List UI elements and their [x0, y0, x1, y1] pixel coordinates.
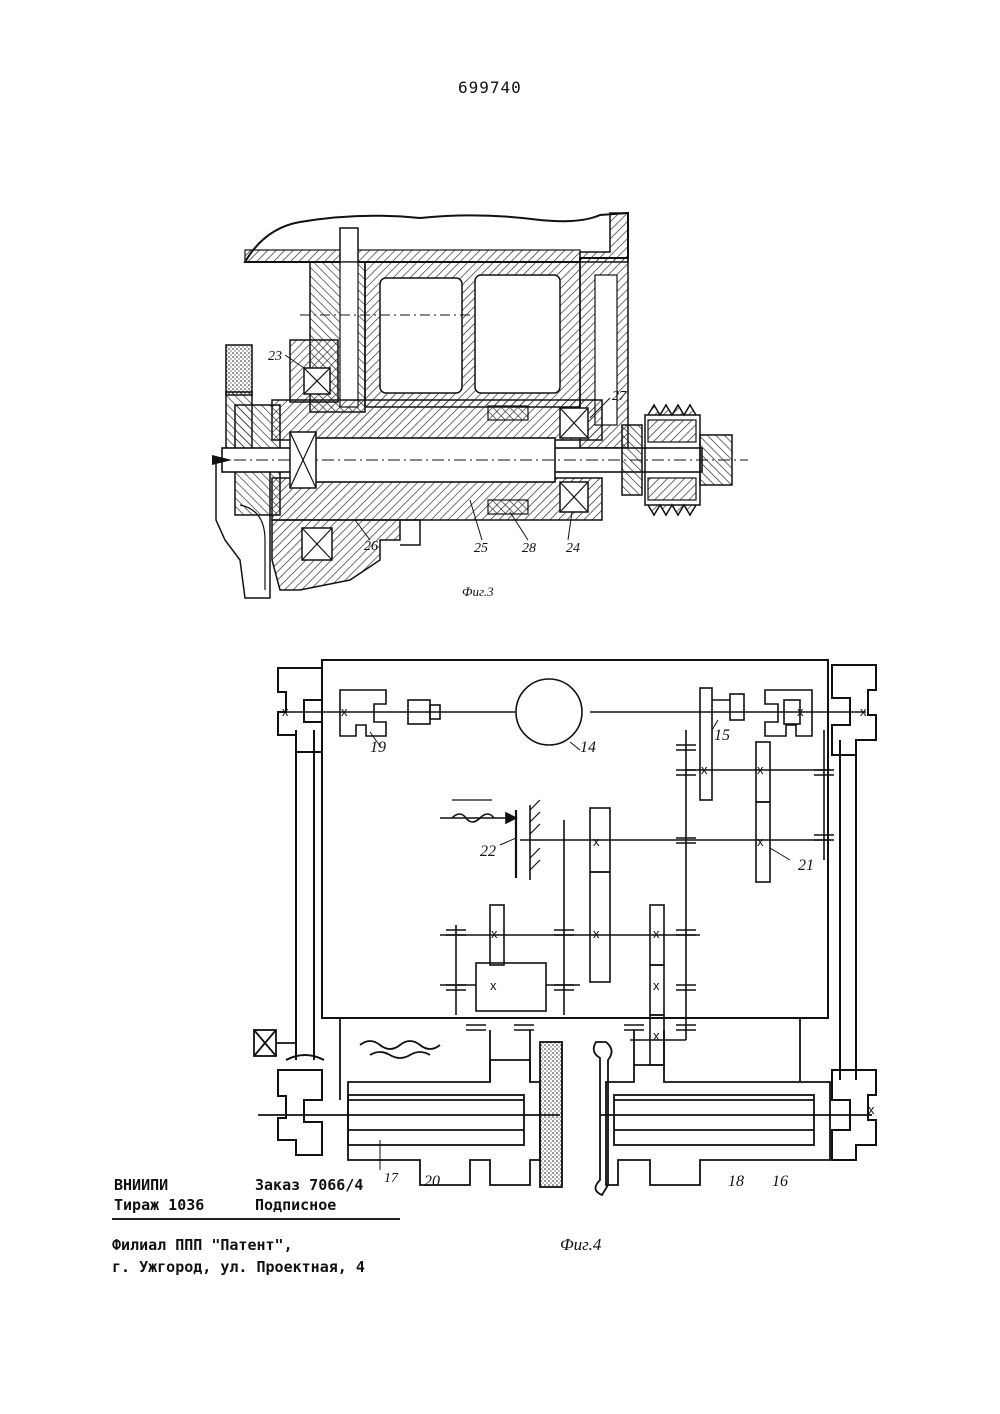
svg-text:x: x [593, 926, 600, 941]
label-16: 16 [772, 1173, 788, 1190]
svg-text:x: x [860, 704, 867, 719]
imprint-branch: Филиал ППП "Патент", [112, 1236, 293, 1254]
label-17: 17 [384, 1171, 399, 1186]
svg-text:x: x [653, 978, 660, 993]
motor-14 [516, 679, 582, 745]
imprint-subscription: Подписное [255, 1196, 336, 1214]
fig4-labels: 19 14 15 22 21 17 20 18 16 Фиг.4 [370, 727, 814, 1254]
label-15: 15 [714, 727, 730, 744]
svg-text:x: x [593, 834, 600, 849]
label-18: 18 [728, 1173, 744, 1190]
svg-text:x: x [282, 704, 289, 719]
imprint-divider [112, 1218, 400, 1220]
imprint-circulation: Тираж 1036 [114, 1196, 204, 1214]
label-19: 19 [370, 739, 386, 756]
label-14: 14 [580, 739, 596, 756]
svg-text:x: x [653, 926, 660, 941]
svg-text:x: x [757, 834, 764, 849]
fig4-caption: Фиг.4 [560, 1235, 602, 1254]
leader-lines-fig4 [370, 720, 790, 1170]
svg-text:x: x [490, 978, 497, 993]
imprint-order: Заказ 7066/4 [255, 1176, 363, 1194]
label-20: 20 [424, 1173, 440, 1190]
bottom-spindles [254, 1018, 872, 1195]
imprint-address: г. Ужгород, ул. Проектная, 4 [112, 1258, 365, 1276]
svg-text:x: x [341, 704, 348, 719]
svg-text:x: x [797, 704, 804, 719]
gear-train [440, 730, 834, 1065]
svg-text:x: x [701, 762, 708, 777]
svg-text:x: x [653, 1028, 660, 1043]
svg-text:x: x [757, 762, 764, 777]
svg-text:x: x [491, 926, 498, 941]
label-22: 22 [480, 843, 496, 860]
differential-box [476, 963, 546, 1011]
label-21: 21 [798, 857, 814, 874]
imprint-org: ВНИИПИ [114, 1176, 168, 1194]
gearbox-frame [322, 660, 828, 1018]
